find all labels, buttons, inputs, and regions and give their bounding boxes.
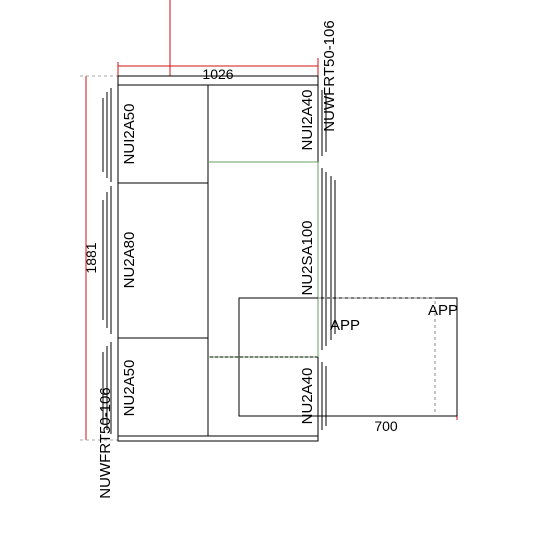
filler-lines	[208, 161, 319, 358]
door-marks-right	[321, 90, 336, 430]
cabinet-label-middle-left: NU2A80	[121, 232, 138, 289]
appliance-label-inner: APP	[330, 317, 360, 334]
worktop-bands	[117, 75, 319, 442]
appliance-dimension-label: 700	[374, 418, 398, 434]
cabinet-label-bottom-right: NU2A40	[299, 368, 316, 425]
bottom-band	[117, 435, 319, 442]
filler-label-top-right: NUWFRT50-106	[321, 20, 338, 131]
cabinet-label-middle-right: NU2SA100	[299, 220, 316, 295]
door-marks-left	[102, 88, 112, 434]
cabinet-label-top-left: NUI2A50	[121, 104, 138, 165]
height-dimension-label: 1881	[83, 242, 99, 273]
filler-label-bottom-left: NUWFRT50-106	[97, 387, 114, 498]
appliance-label-outer: APP	[428, 302, 458, 319]
width-dimension-label: 1026	[202, 66, 233, 82]
cabinet-outlines	[117, 84, 319, 437]
dimension-lines	[85, 0, 458, 440]
cabinet-label-bottom-left: NU2A50	[121, 360, 138, 417]
cabinet-label-top-right: NUI2A40	[299, 90, 316, 151]
appliance-outlines	[238, 297, 458, 417]
dimension-extension-lines	[80, 75, 118, 441]
appliance-inner	[318, 297, 436, 416]
